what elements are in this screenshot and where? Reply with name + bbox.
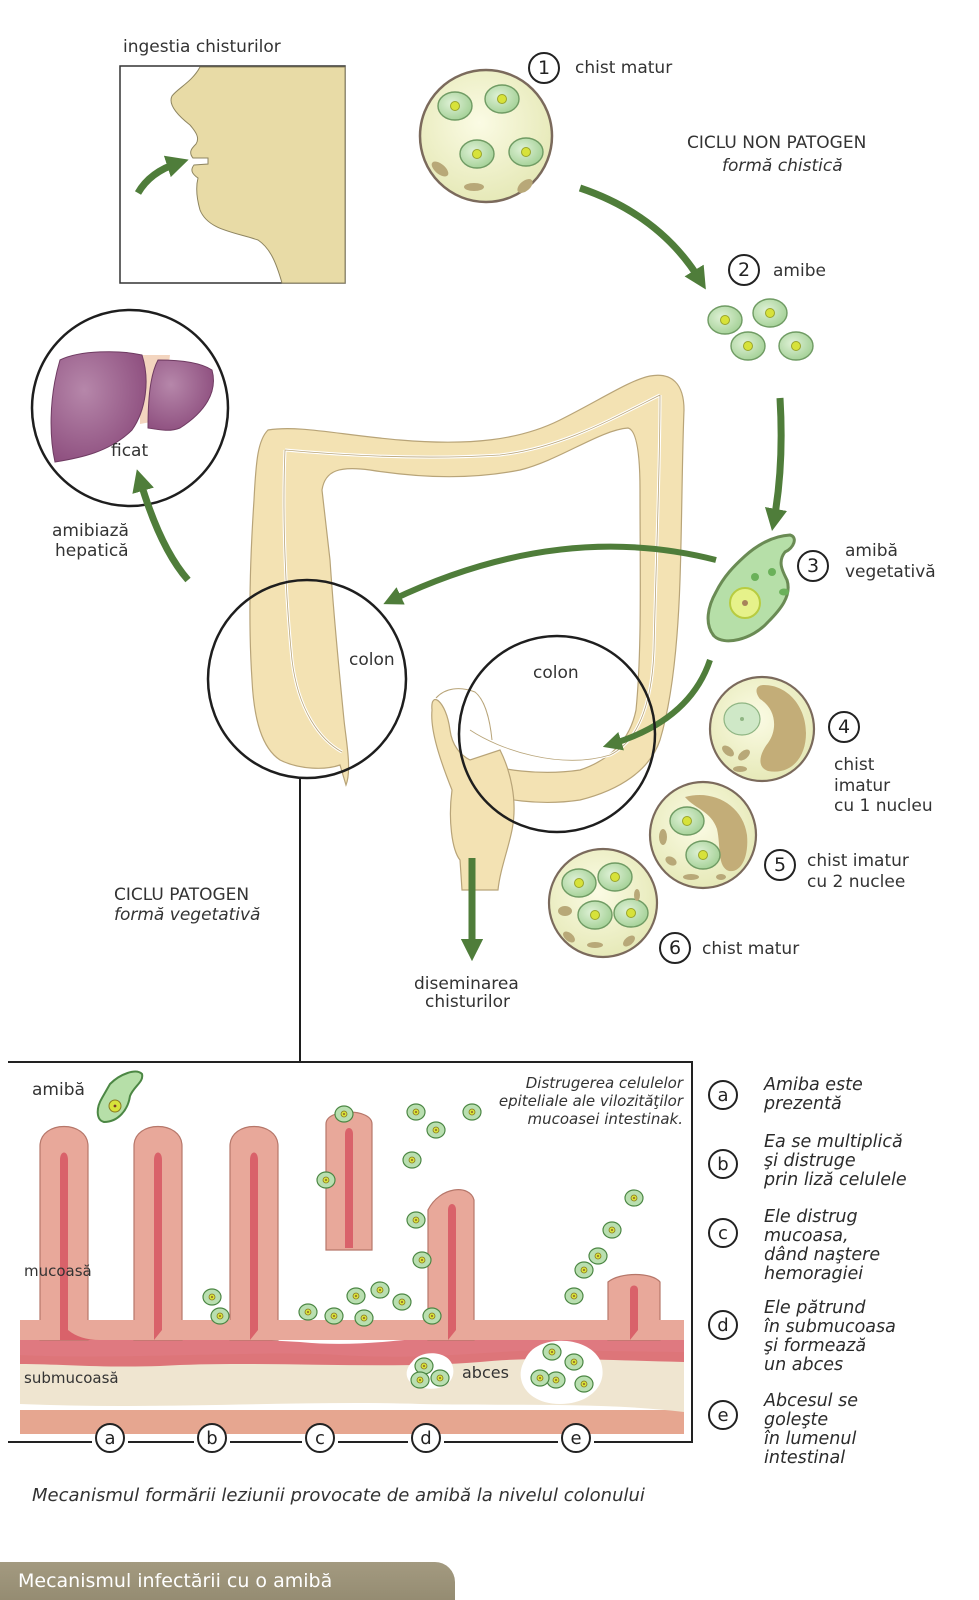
mucosa-label: mucoasă [24,1262,92,1280]
ingestion-panel [119,65,346,284]
colon-left-circle [206,578,408,780]
legend-d-line-1: Ele pătrund [764,1298,866,1318]
dissemination-label-2: chisturilor [425,992,510,1012]
lesion-amoeba [96,1070,144,1124]
legend-c-line-3: dând naştere [764,1245,881,1265]
stage-4-label-2: imatur [834,776,891,796]
stage-3-marker: 3 [797,550,829,582]
legend-key-c: c [708,1218,738,1248]
stage-4-label-3: cu 1 nucleu [834,796,933,816]
mature-cyst-1 [418,68,554,204]
legend-c-line-2: mucoasa, [764,1226,849,1246]
stage-1-marker: 1 [528,52,560,84]
legend-e-line-4: intestinal [764,1448,846,1468]
legend-key-d: d [708,1310,738,1340]
legend-d-line-2: în submucoasa [764,1317,896,1337]
legend-d-line-4: un abces [764,1355,844,1375]
lesion-note-1: Distrugerea celulelor [525,1074,683,1092]
colon-illustration [249,374,685,891]
stage-4-marker: 4 [828,711,860,743]
immature-cyst-1-nucleus [708,675,816,783]
legend-b-line-3: prin liză celulele [764,1170,907,1190]
nonpathogen-title: CICLU NON PATOGEN [687,133,867,153]
legend-d-line-3: şi formează [764,1336,867,1356]
villus-cores [60,1128,638,1340]
stage-3-label-2: vegetativă [845,562,936,582]
stage-1-label: chist matur [575,58,673,78]
stage-2-marker: 2 [728,254,760,286]
legend-b-line-2: şi distruge [764,1151,856,1171]
legend-text-a: Amiba este prezentă [764,1076,863,1114]
dissemination-label-1: diseminarea [414,974,519,994]
stage-4-label-1: chist [834,755,875,775]
lesion-note-2: epiteliale ale vilozităţilor [498,1092,683,1110]
legend-key-b: b [708,1149,738,1179]
marker-d: d [411,1423,441,1453]
legend-e-line-3: în lumenul [764,1429,857,1449]
ingestion-label: ingestia chisturilor [123,37,281,57]
liver-left-lobe [50,351,147,463]
stage-3-label-1: amibă [845,541,898,561]
liver-right-lobe [147,359,214,431]
pathogen-subtitle: formă vegetativă [114,905,261,925]
stage-2-label: amibe [773,261,826,281]
abscess-label: abces [462,1363,509,1382]
colon-right-circle [457,634,657,834]
legend-b-line-1: Ea se multiplică [764,1132,903,1152]
legend-key-a: a [708,1080,738,1110]
legend-a-line-1: Amiba este [764,1075,863,1095]
liver-label: ficat [111,441,149,461]
figure-caption: Mecanismul formării leziunii provocate d… [32,1485,645,1506]
legend-text-c: Ele distrug mucoasa, dând naştere hemora… [764,1208,880,1284]
stage-5-marker: 5 [764,849,796,881]
stage-6-marker: 6 [659,932,691,964]
legend-text-b: Ea se multiplică şi distruge prin liză c… [764,1133,907,1190]
pathogen-title: CICLU PATOGEN [114,885,250,905]
amoebae-cluster [707,298,814,361]
colon-left-label: colon [349,650,395,670]
section-title-bar: Mecanismul infectării cu o amibă [0,1562,455,1600]
marker-b: b [197,1423,227,1453]
legend-c-line-4: hemoragiei [764,1264,864,1284]
colon-right-label: colon [533,663,579,683]
marker-e: e [561,1423,591,1453]
section-title: Mecanismul infectării cu o amibă [18,1570,333,1592]
legend-c-line-1: Ele distrug [764,1207,858,1227]
stage-5-label-1: chist imatur [807,851,909,871]
lesion-amoeba-label: amibă [32,1080,85,1100]
legend-text-d: Ele pătrund în submucoasa şi formează un… [764,1299,896,1375]
stage-5-label-2: cu 2 nuclee [807,872,906,892]
nonpathogen-subtitle: formă chistică [722,156,843,176]
lesion-note-3: mucoasei intestinak. [527,1110,683,1128]
vegetative-amoeba [706,533,796,643]
legend-key-e: e [708,1400,738,1430]
stage-6-label: chist matur [702,939,800,959]
legend-text-e: Abcesul se goleşte în lumenul intestinal [764,1392,858,1468]
liver-disease-label-2: hepatică [55,541,129,561]
marker-a: a [95,1423,125,1453]
face-profile [170,66,346,284]
mature-cyst-6 [547,847,659,959]
liver-inset [30,308,230,508]
legend-e-line-2: goleşte [764,1410,829,1430]
legend-a-line-2: prezentă [764,1094,842,1114]
marker-c: c [305,1423,335,1453]
liver-disease-label-1: amibiază [52,521,129,541]
immature-cyst-2-nuclei [648,780,758,890]
submucosa-label: submucoasă [24,1369,119,1387]
lesion-panel [8,1061,693,1443]
legend-e-line-1: Abcesul se [764,1391,858,1411]
ingestion-arrow [134,155,189,195]
